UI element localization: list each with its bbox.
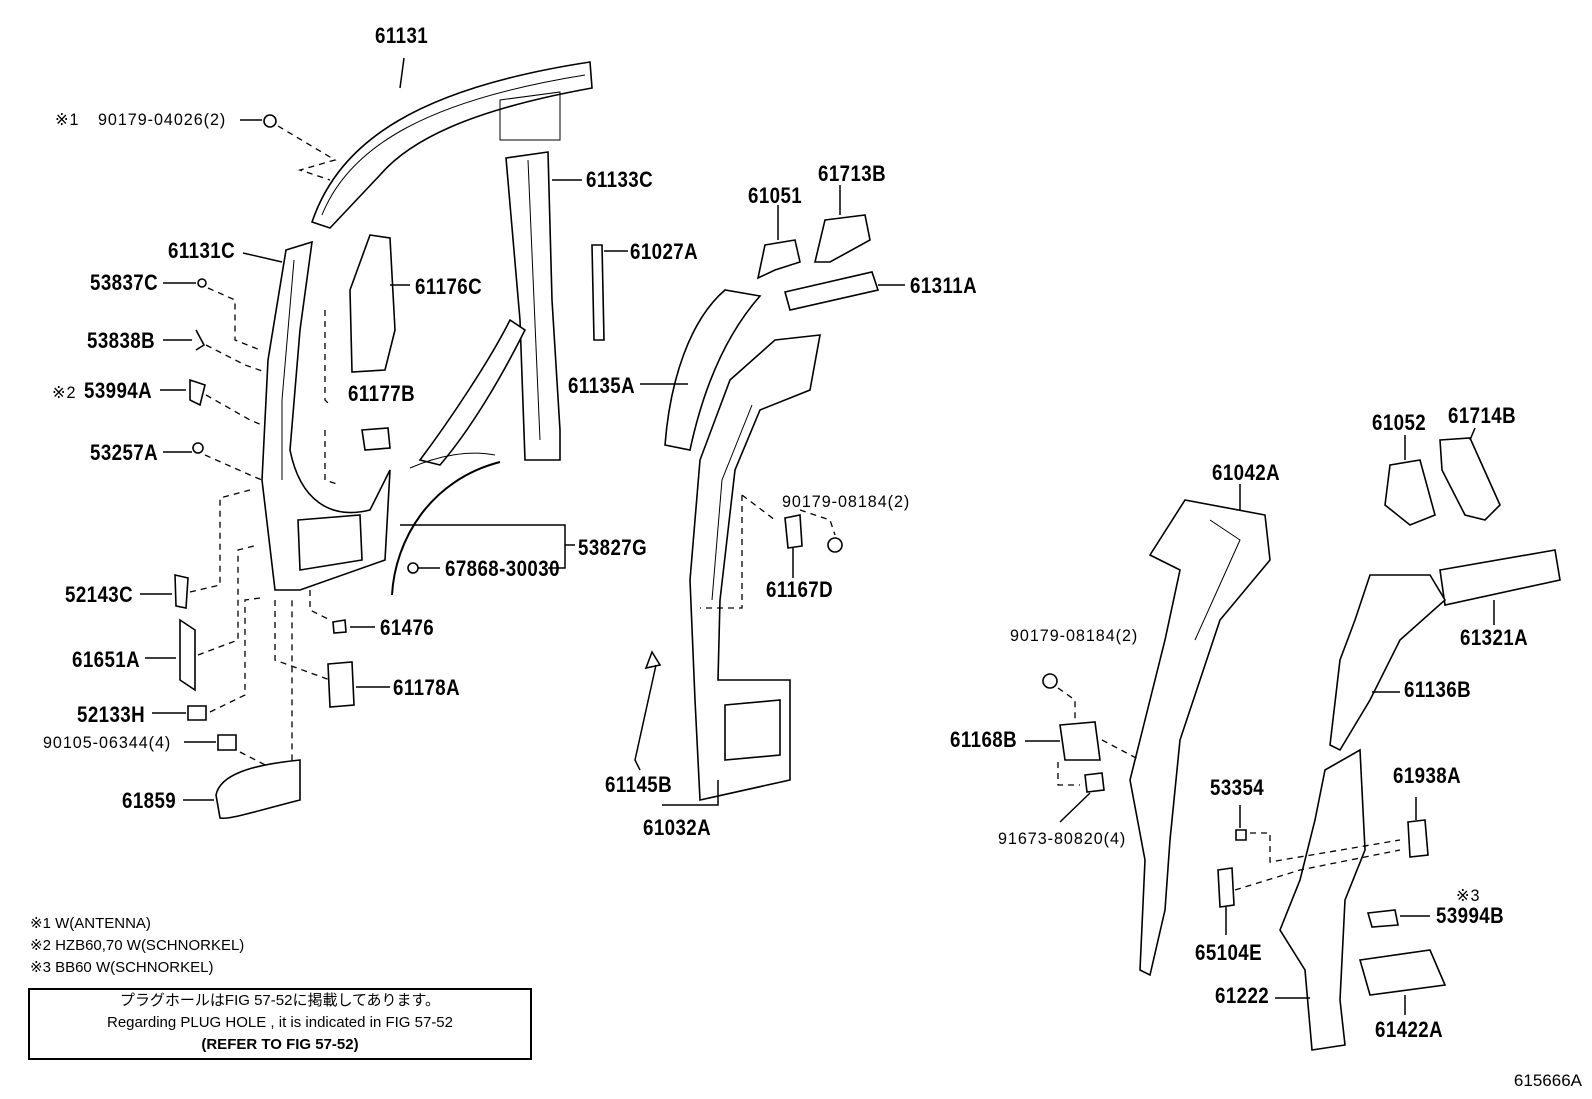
part-61176C-drawing xyxy=(349,234,410,373)
part-61177B-drawing xyxy=(361,427,391,451)
label-61135A: 61135A xyxy=(568,373,636,398)
notice-line-2: Regarding PLUG HOLE , it is indicated in… xyxy=(107,1014,453,1031)
label-53838B: 53838B xyxy=(87,328,156,353)
part-61178A-drawing xyxy=(327,661,355,708)
label-53354: 53354 xyxy=(1210,775,1265,800)
label-61321A: 61321A xyxy=(1460,625,1529,650)
part-61422A-drawing xyxy=(1358,949,1447,996)
label-61222: 61222 xyxy=(1215,983,1270,1008)
part-61027A-drawing xyxy=(591,244,605,341)
part-61321A-drawing xyxy=(1439,549,1561,606)
label-61168B: 61168B xyxy=(950,727,1018,752)
label-53837C: 53837C xyxy=(90,270,159,295)
part-53994B-drawing xyxy=(1366,909,1399,928)
label-90105-06344: 90105-06344(4) xyxy=(43,733,172,752)
clip-90179-04026-icon xyxy=(263,114,277,128)
part-65104E-drawing xyxy=(1217,867,1235,908)
part-61131C-drawing xyxy=(242,240,391,591)
part-61136B-drawing xyxy=(1329,574,1447,752)
label-61176C: 61176C xyxy=(415,274,483,299)
label-53257A: 53257A xyxy=(90,440,159,465)
part-61131-drawing xyxy=(310,57,593,229)
label-53994A: 53994A xyxy=(84,378,153,403)
part-61032A-drawing xyxy=(689,334,821,801)
label-61167D: 61167D xyxy=(766,577,834,602)
label-61032A: 61032A xyxy=(643,815,712,840)
label-61052: 61052 xyxy=(1372,410,1427,435)
marker-1: ※1 xyxy=(55,110,80,129)
label-90179-08184-a: 90179-08184(2) xyxy=(782,492,911,511)
label-90179-08184-b: 90179-08184(2) xyxy=(1010,626,1139,645)
label-61714B: 61714B xyxy=(1448,403,1517,428)
marker-2: ※2 xyxy=(52,383,77,402)
part-61714B-drawing xyxy=(1439,437,1501,521)
label-52143C: 52143C xyxy=(65,582,134,607)
part-61713B-drawing xyxy=(813,214,871,263)
label-52133H: 52133H xyxy=(77,702,146,727)
label-53827G: 53827G xyxy=(578,535,648,560)
footnote-2: ※2 HZB60,70 W(SCHNORKEL) xyxy=(30,937,245,954)
label-61136B: 61136B xyxy=(1404,677,1472,702)
part-61042A-drawing xyxy=(1129,484,1271,977)
notice-line-3: (REFER TO FIG 57-52) xyxy=(201,1036,359,1053)
part-61168B-drawing xyxy=(1059,721,1101,761)
label-91673-80820: 91673-80820(4) xyxy=(998,829,1127,848)
label-90179-04026: 90179-04026(2) xyxy=(98,110,227,129)
part-61859-drawing xyxy=(215,759,301,820)
label-61476: 61476 xyxy=(380,615,435,640)
label-61859: 61859 xyxy=(122,788,177,813)
figure-id: 615666A xyxy=(1513,1071,1582,1090)
label-61713B: 61713B xyxy=(818,161,887,186)
label-61178A: 61178A xyxy=(393,675,461,700)
label-61027A: 61027A xyxy=(630,239,699,264)
label-61133C: 61133C xyxy=(586,167,654,192)
label-61042A: 61042A xyxy=(1212,460,1281,485)
label-67868-30030: 67868-30030 xyxy=(445,556,560,581)
part-61133C-drawing xyxy=(418,151,582,466)
label-61422A: 61422A xyxy=(1375,1017,1444,1042)
label-61131C: 61131C xyxy=(168,238,236,263)
footnote-1: ※1 W(ANTENNA) xyxy=(30,915,151,932)
label-61311A: 61311A xyxy=(910,273,978,298)
part-61938A-drawing xyxy=(1407,819,1429,858)
label-61051: 61051 xyxy=(748,183,803,208)
part-61222-drawing xyxy=(1279,748,1366,1051)
label-65104E: 65104E xyxy=(1195,940,1263,965)
label-61651A: 61651A xyxy=(72,647,141,672)
label-61131: 61131 xyxy=(375,23,429,48)
label-61938A: 61938A xyxy=(1393,763,1462,788)
part-61167D-drawing xyxy=(784,514,803,549)
footnote-3: ※3 BB60 W(SCHNORKEL) xyxy=(30,959,214,976)
label-61177B: 61177B xyxy=(348,381,416,406)
part-61311A-drawing xyxy=(784,271,880,311)
plug-hole-notice: プラグホールはFIG 57-52に掲載してあります。 Regarding PLU… xyxy=(28,988,532,1060)
label-53994B: 53994B xyxy=(1436,903,1505,928)
marker-3: ※3 xyxy=(1456,886,1481,905)
part-61051-drawing xyxy=(756,239,801,280)
part-61052-drawing xyxy=(1384,459,1436,526)
part-61145B-drawing xyxy=(644,650,662,670)
notice-line-1: プラグホールはFIG 57-52に掲載してあります。 xyxy=(119,992,441,1009)
label-61145B: 61145B xyxy=(605,772,673,797)
part-61135A-drawing xyxy=(664,289,762,451)
